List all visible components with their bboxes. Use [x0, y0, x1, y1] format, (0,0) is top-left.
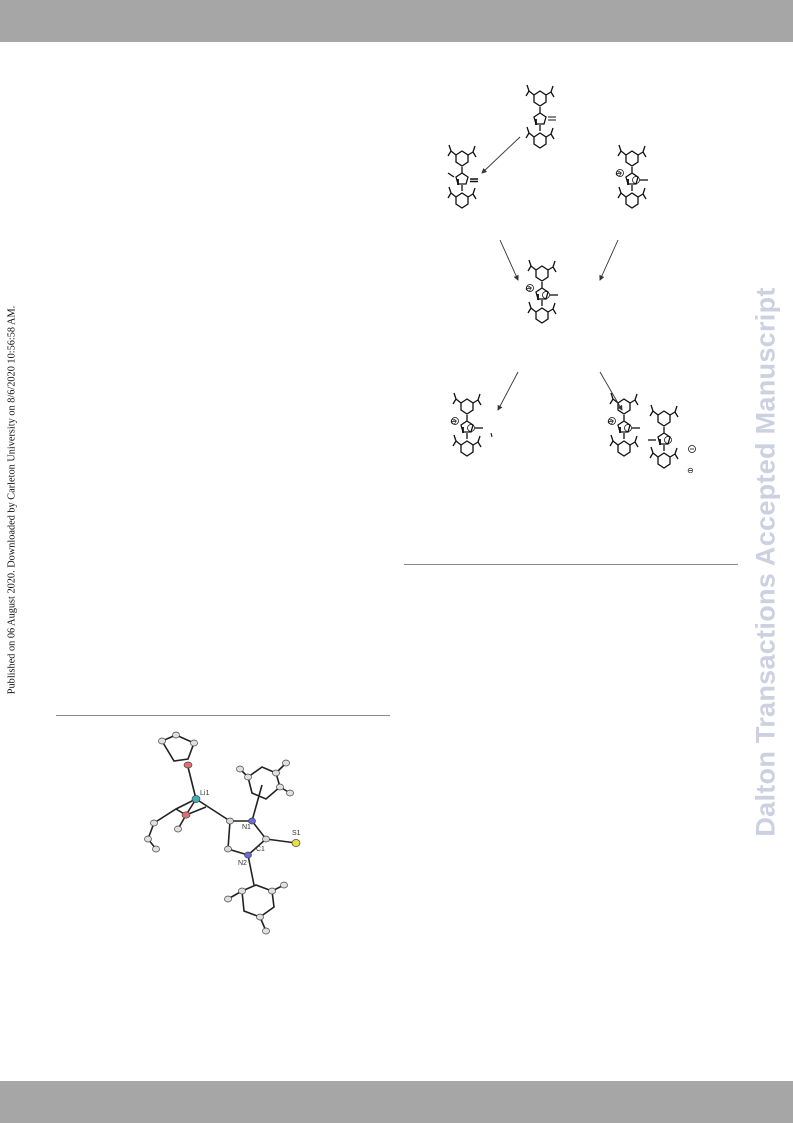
charge-label: ⊖ — [615, 169, 622, 178]
accepted-manuscript-watermark: Dalton Transactions Accepted Manuscript — [750, 287, 781, 837]
atom-label-n1: N1 — [242, 824, 251, 831]
publication-notice: Published on 06 August 2020. Downloaded … — [6, 305, 18, 695]
charge-label: ⊖ — [607, 417, 614, 426]
arrow-center-to-bottom-left — [497, 371, 519, 411]
atom-label-li1: Li1 — [200, 790, 209, 797]
section-rule — [56, 715, 390, 716]
molecule-center — [526, 260, 558, 323]
reaction-scheme: ⊖ ⊖ ⊖ ⊖ ⊖ — [400, 85, 696, 475]
molecule-top — [526, 85, 556, 148]
atom-n — [248, 817, 256, 825]
charge-label: ⊖ — [450, 417, 457, 426]
atom-o — [183, 761, 193, 769]
atom-o — [181, 811, 191, 819]
molecule-left — [448, 145, 478, 208]
section-rule — [404, 564, 738, 565]
arrow-left-to-center — [499, 239, 519, 281]
footer-bar — [0, 1081, 793, 1123]
atom-label-n2: N2 — [238, 860, 247, 867]
molecule-bottom-right-a — [608, 393, 640, 456]
atom-label-s1: S1 — [292, 830, 301, 837]
header-bar — [0, 0, 793, 42]
molecule-bottom-right-b — [648, 405, 696, 468]
arrow-center-to-bottom-right — [599, 371, 623, 411]
atom-label-c1: C1 — [256, 846, 265, 853]
charge-label: ⊖ — [525, 284, 532, 293]
atom-s — [291, 839, 301, 847]
arrow-top-to-left — [481, 136, 521, 174]
charge-label: ⊖ — [687, 466, 694, 475]
molecule-right — [616, 145, 648, 208]
arrow-right-to-center — [599, 239, 619, 281]
atom-li — [191, 795, 201, 803]
molecule-bottom-left — [451, 393, 493, 456]
atom-n — [244, 851, 252, 859]
crystal-structure-figure: Li1 N1 N2 C1 S1 — [144, 731, 301, 935]
